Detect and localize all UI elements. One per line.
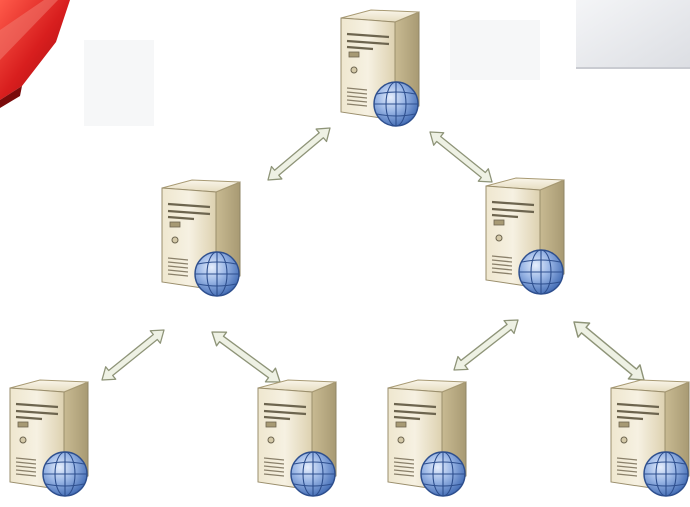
server-node-right-left xyxy=(386,378,468,498)
link-arrow-root-to-right xyxy=(424,125,498,189)
double-arrow-icon xyxy=(448,312,524,378)
server-node-right-right xyxy=(609,378,690,498)
server-globe-icon xyxy=(484,176,566,296)
server-node-left-left xyxy=(8,378,90,498)
server-node-root xyxy=(339,8,421,128)
server-node-left-right xyxy=(256,378,338,498)
server-globe-icon xyxy=(8,378,90,498)
link-arrow-right-to-right-right xyxy=(567,314,651,388)
grey-panel-icon xyxy=(576,0,690,69)
server-node-left xyxy=(160,178,242,298)
server-globe-icon xyxy=(160,178,242,298)
server-globe-icon xyxy=(256,378,338,498)
double-arrow-icon xyxy=(206,324,286,390)
double-arrow-icon xyxy=(424,125,498,189)
double-arrow-icon xyxy=(261,121,336,187)
server-globe-icon xyxy=(339,8,421,128)
server-globe-icon xyxy=(386,378,468,498)
double-arrow-icon xyxy=(96,323,170,387)
link-arrow-left-to-left-left xyxy=(96,323,170,387)
server-globe-icon xyxy=(609,378,690,498)
red-binder-icon xyxy=(0,0,70,108)
link-arrow-root-to-left xyxy=(261,121,336,187)
background-watermark xyxy=(84,20,540,126)
server-node-right xyxy=(484,176,566,296)
link-arrow-right-to-right-left xyxy=(448,312,524,378)
link-arrow-left-to-left-right xyxy=(206,324,286,390)
double-arrow-icon xyxy=(567,314,651,388)
